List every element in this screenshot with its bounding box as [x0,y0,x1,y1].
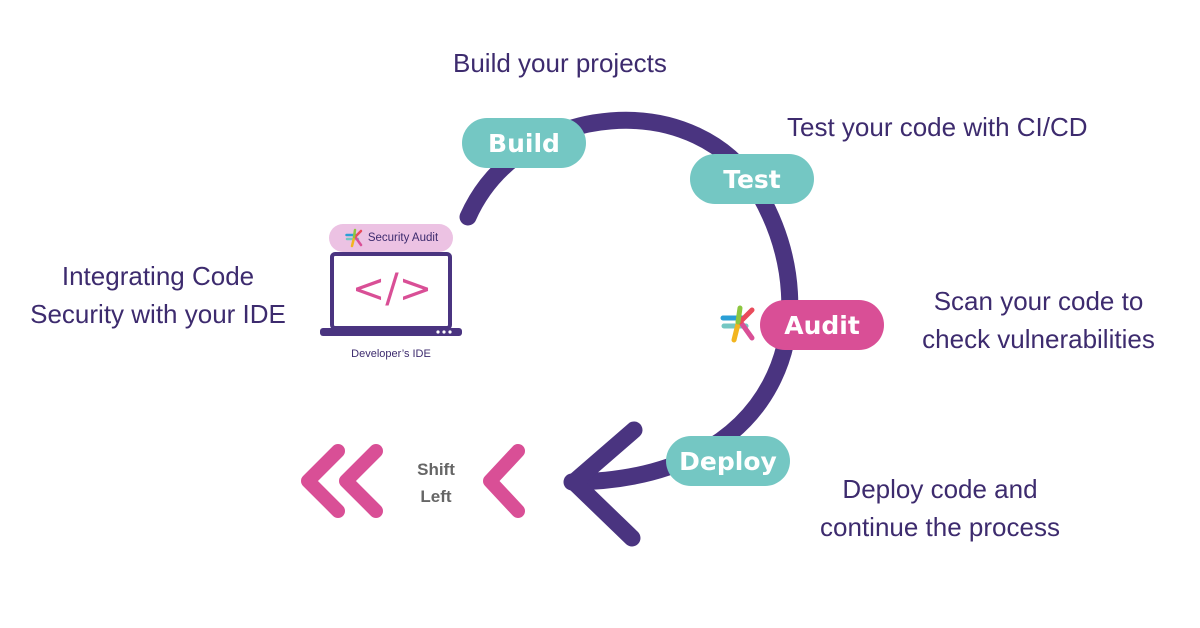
double-chevron-left-icon [301,444,383,518]
deploy-caption-line2: continue the process [820,512,1060,542]
audit-caption: Scan your code to check vulnerabilities [906,282,1171,358]
ide-caption: Integrating Code Security with your IDE [18,257,298,333]
laptop-icon [320,252,462,336]
ide-caption-line1: Integrating Code [61,261,255,291]
deploy-caption: Deploy code and continue the process [805,470,1075,546]
build-stage-pill: Build [462,118,586,168]
logo-icon [345,228,363,248]
audit-caption-line2: check vulnerabilities [922,324,1155,354]
audit-caption-line1: Scan your code to [933,286,1144,316]
security-audit-badge-label: Security Audit [367,232,439,244]
logo-icon [720,305,755,343]
code-symbol: </> [351,266,433,312]
test-stage-pill: Test [690,154,814,204]
audit-stage-pill: Audit [760,300,884,350]
chevron-left-icon [483,444,525,518]
shift-left-line2: Left [420,487,452,506]
shift-left-line1: Shift [417,460,455,479]
ide-caption-line2: Security with your IDE [30,299,286,329]
shift-left-label: Shift Left [400,456,472,510]
build-caption: Build your projects [453,48,667,78]
security-audit-badge: Security Audit [329,224,453,252]
test-caption: Test your code with CI/CD [787,112,1088,142]
deploy-stage-pill: Deploy [666,436,790,486]
deploy-caption-line1: Deploy code and [842,474,1038,504]
ide-label: Developer’s IDE [351,348,431,360]
